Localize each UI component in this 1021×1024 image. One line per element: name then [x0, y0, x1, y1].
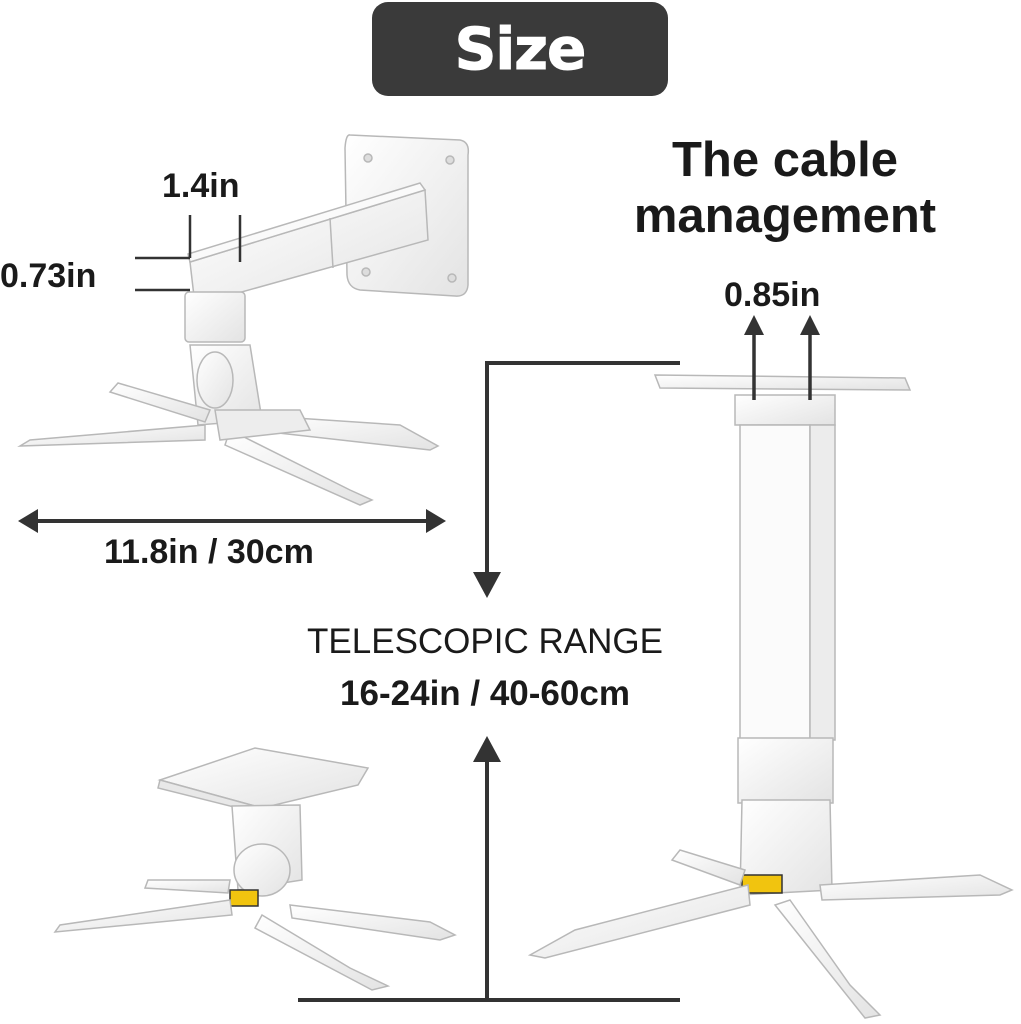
cable-heading-line1: The cable	[671, 133, 899, 187]
ceiling-mount-illustration	[527, 374, 1014, 1019]
cable-arrows	[744, 315, 820, 400]
wall-mount-illustration	[17, 134, 470, 506]
cable-heading-line2: management	[633, 189, 937, 243]
arm-width-label: 1.4in	[162, 167, 240, 205]
telescopic-range-arrows	[298, 361, 680, 1002]
cable-gap-label: 0.85in	[724, 276, 821, 314]
arm-dimension-lines	[135, 215, 242, 292]
cable-management-heading: The cable management	[600, 132, 970, 244]
span-arrow	[18, 509, 446, 533]
telescopic-range-label: TELESCOPIC RANGE	[307, 622, 663, 661]
span-label: 11.8in / 30cm	[104, 533, 314, 571]
size-title: Size	[454, 15, 587, 84]
size-title-badge: Size	[372, 2, 668, 96]
arm-height-label: 0.73in	[0, 257, 97, 295]
telescopic-range-value: 16-24in / 40-60cm	[340, 674, 630, 713]
compact-mount-illustration	[53, 747, 457, 991]
telescopic-range-block: TELESCOPIC RANGE 16-24in / 40-60cm	[230, 616, 740, 720]
